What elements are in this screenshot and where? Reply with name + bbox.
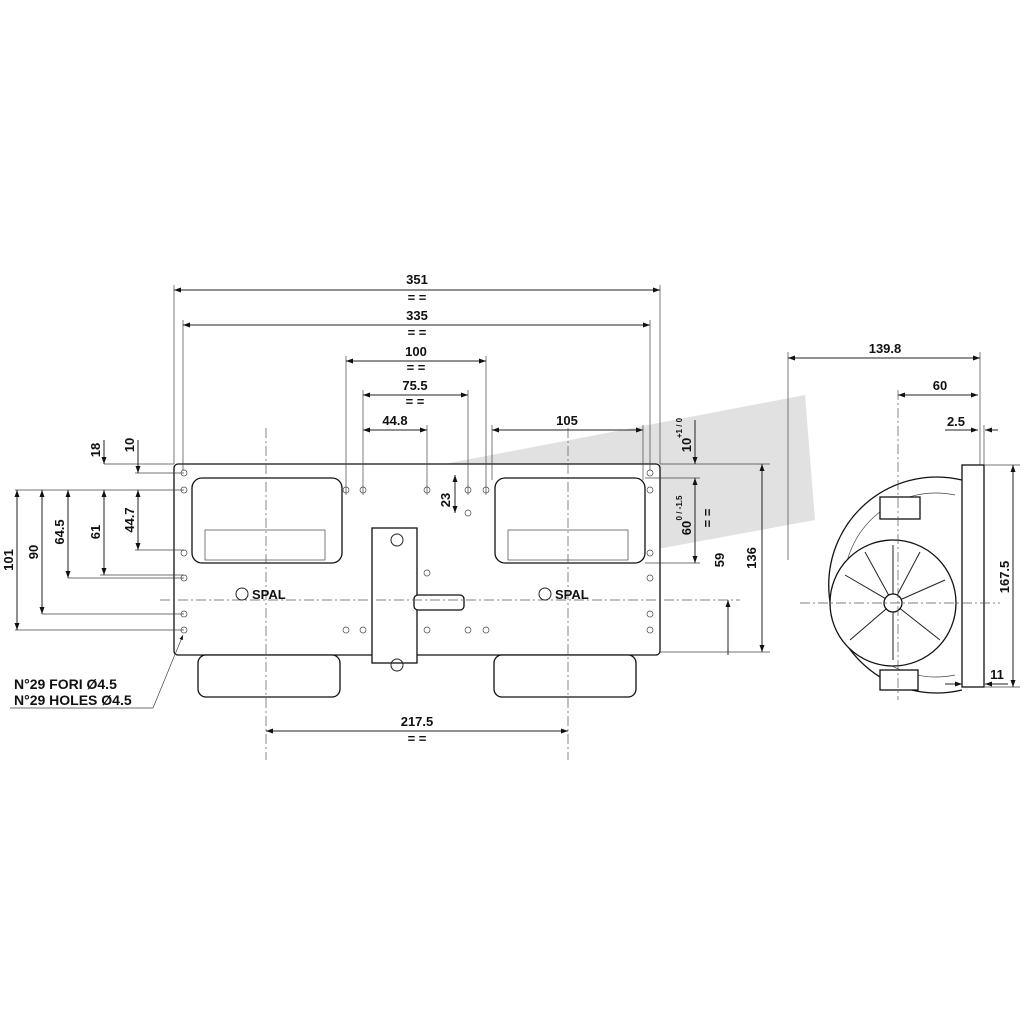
side-dimensions: 139.8 60 2.5 167.5 11 <box>787 341 1020 688</box>
dimension-label: = = <box>408 731 427 746</box>
dimension-label: = = <box>408 290 427 305</box>
dim-60-side: 60 <box>933 378 947 393</box>
dim-217-5: 217.5 <box>401 714 434 729</box>
connector <box>413 594 465 611</box>
dim-10-tol: 10 <box>679 438 694 452</box>
dim-60-tol: 60 <box>679 521 694 535</box>
dimension-label: 0 / -1.5 <box>675 495 684 520</box>
dimension-label: = = <box>406 394 425 409</box>
dimension-label: +1 / 0 <box>675 417 684 438</box>
dim-335: 335 <box>406 308 428 323</box>
dim-101: 101 <box>1 549 16 571</box>
scroll-left <box>204 529 326 561</box>
front-view: SPAL SPAL <box>160 428 740 760</box>
motor-housing <box>371 527 418 664</box>
dimension-label: SPAL <box>555 587 589 602</box>
outlet-right <box>494 477 646 564</box>
dimension-label: = = <box>408 325 427 340</box>
dim-136: 136 <box>744 547 759 569</box>
dim-2-5: 2.5 <box>947 414 965 429</box>
dim-10-left: 10 <box>122 438 137 452</box>
dim-44-8: 44.8 <box>382 413 407 428</box>
dimension-label: SPAL <box>252 587 286 602</box>
dimension-label: = = <box>700 508 715 527</box>
dim-59: 59 <box>712 553 727 567</box>
holes-note-it: N°29 FORI Ø4.5 <box>14 676 117 692</box>
dim-100: 100 <box>405 344 427 359</box>
holes-note-en: N°29 HOLES Ø4.5 <box>14 692 132 708</box>
outlet-left <box>191 477 343 564</box>
side-flange <box>961 464 985 688</box>
spal-logo-right: SPAL <box>538 587 589 602</box>
dim-64-5: 64.5 <box>52 519 67 544</box>
dim-105: 105 <box>556 413 578 428</box>
dim-167-5: 167.5 <box>997 561 1012 594</box>
dim-18: 18 <box>88 443 103 457</box>
dim-90: 90 <box>26 545 41 559</box>
front-dimensions: 351 = = 335 = = 100 = = 75.5 = = 44.8 10… <box>1 272 770 746</box>
side-view <box>800 390 1000 700</box>
dim-61: 61 <box>88 525 103 539</box>
dim-75-5: 75.5 <box>402 378 427 393</box>
dimension-label: = = <box>407 360 426 375</box>
side-connector <box>879 496 921 520</box>
dim-44-7: 44.7 <box>122 507 137 532</box>
dim-23: 23 <box>438 493 453 507</box>
spal-logo-left: SPAL <box>235 587 286 602</box>
dim-139-8: 139.8 <box>869 341 902 356</box>
dim-11: 11 <box>990 667 1004 682</box>
fan-body-left <box>197 654 341 698</box>
fan-body-right <box>493 654 637 698</box>
dim-351: 351 <box>406 272 428 287</box>
side-bracket <box>879 669 919 691</box>
